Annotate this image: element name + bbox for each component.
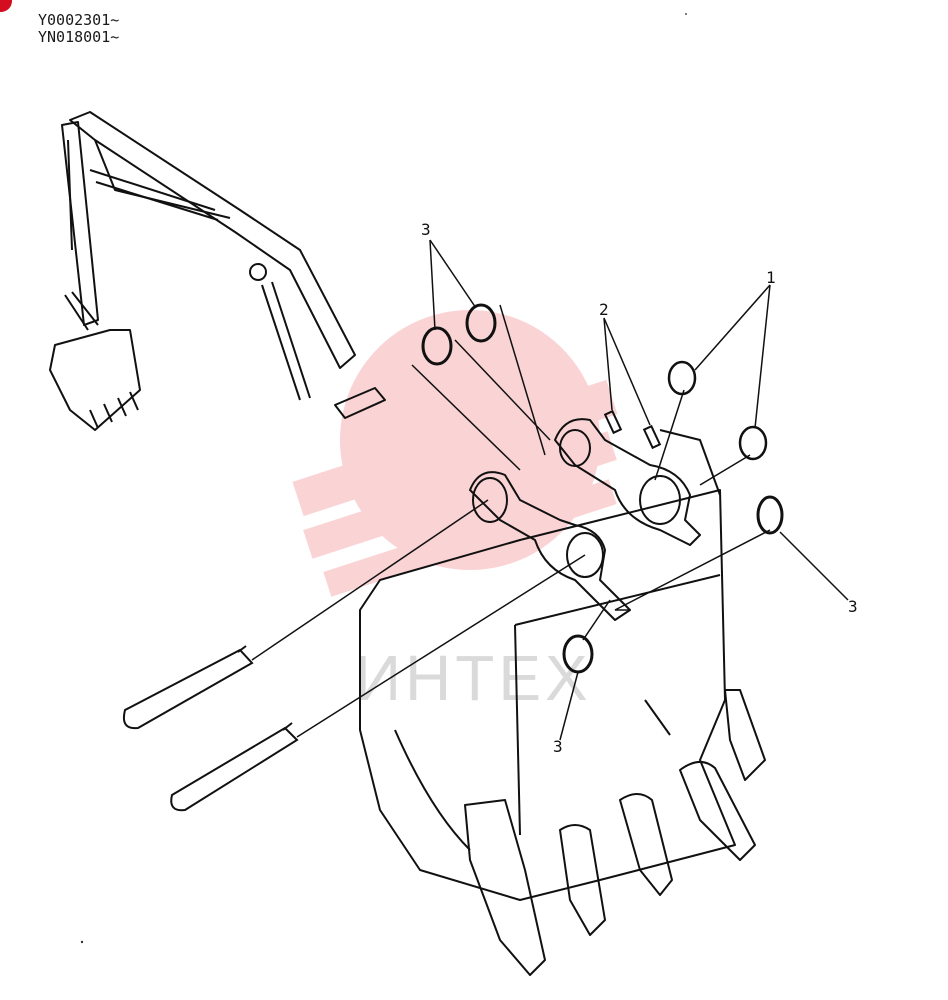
watermark-text: ИНТЕХ xyxy=(355,642,592,714)
o-rings xyxy=(421,303,784,674)
callout-3-right: 3 xyxy=(848,597,858,616)
bucket-pins xyxy=(122,499,586,812)
callout-leaders xyxy=(429,239,849,741)
scan-dot xyxy=(80,940,84,944)
callout-3-lower: 3 xyxy=(553,737,563,756)
bucket-drawing xyxy=(359,418,766,976)
collar-lower xyxy=(738,425,768,461)
bucket-pin-upper xyxy=(122,648,254,730)
o-ring-top-right xyxy=(465,303,497,343)
callout-3-top: 3 xyxy=(421,220,431,239)
o-ring-right xyxy=(756,495,784,535)
bucket-pin-lower xyxy=(170,726,299,812)
serial-number-2: YN018001~ xyxy=(38,28,120,46)
callout-1: 1 xyxy=(766,268,776,287)
retaining-pin-2 xyxy=(642,424,662,450)
serial-number-1: Y0002301~ xyxy=(38,11,120,29)
callout-2: 2 xyxy=(599,300,609,319)
retaining-pins xyxy=(603,409,662,450)
scan-dot xyxy=(685,13,687,15)
serial-number-block: Y0002301~ YN018001~ xyxy=(38,12,119,46)
assembly-guide-lines xyxy=(411,304,771,641)
collars xyxy=(667,360,768,461)
excavator-overview-drawing xyxy=(49,111,386,431)
o-ring-top-left xyxy=(421,326,453,366)
watermark-logo xyxy=(292,310,618,597)
collar-upper xyxy=(667,360,697,396)
retaining-pin-1 xyxy=(603,409,623,435)
